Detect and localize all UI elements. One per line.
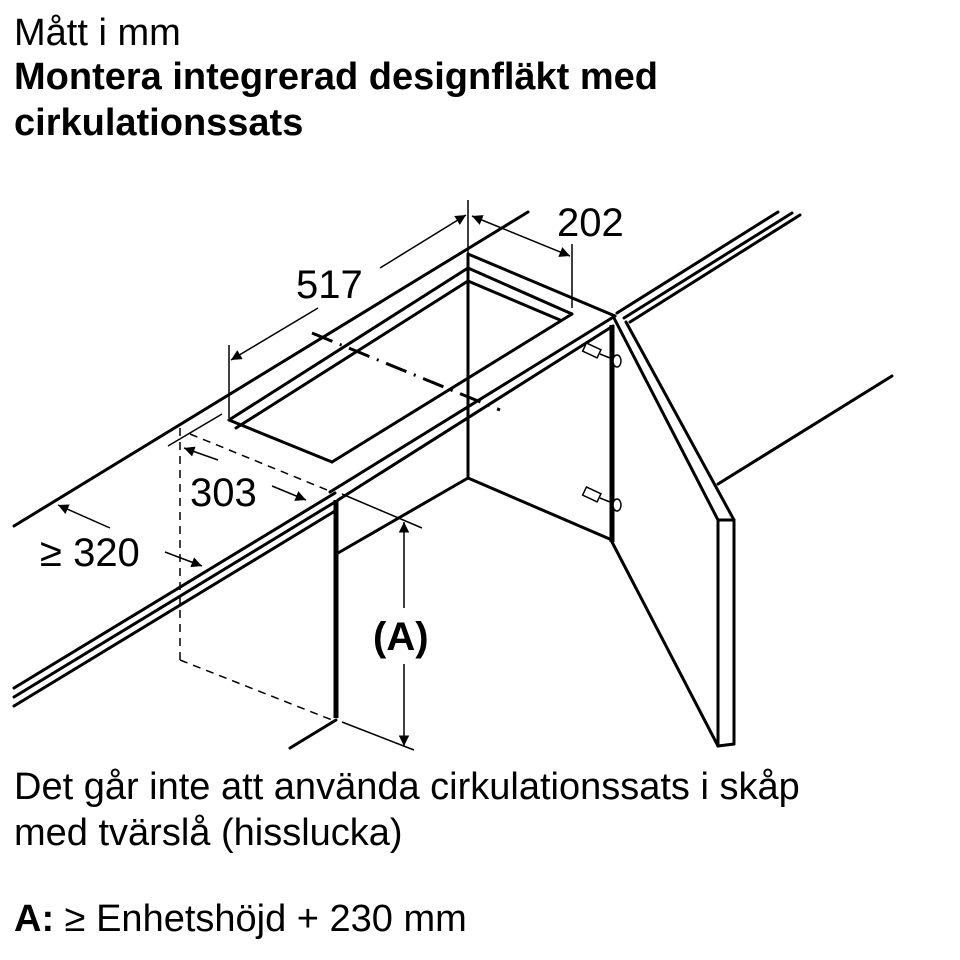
note-line2: med tvärslå (hisslucka) [14,812,403,854]
page-title-line1: Montera integrerad designfläkt med [14,56,659,98]
page-title-line2: cirkulationssats [14,102,304,144]
dim-label-202: 202 [557,201,624,245]
unit-label: Mått i mm [14,12,181,54]
dimension-320: ≥ 320 [40,504,203,575]
centerline [311,331,501,412]
cabinet-body [288,325,615,750]
dim-label-320: ≥ 320 [40,531,140,575]
dim-label-a: (A) [373,615,429,659]
dimension-202: 202 [471,201,624,308]
cabinet-top [12,210,802,708]
dim-label-303: 303 [190,471,257,515]
dim-label-517: 517 [296,263,363,307]
hood-outline-dashed [179,428,333,721]
dimension-517: 517 [228,200,469,418]
dimension-303: 303 [167,413,307,515]
legend-text: ≥ Enhetshöjd + 230 mm [64,898,467,940]
note-line1: Det går inte att använda cirkulationssat… [14,766,800,808]
legend-a: A: ≥ Enhetshöjd + 230 mm [14,896,467,942]
hinge-icon [581,341,622,368]
cutout-opening [227,252,574,480]
legend-key: A: [14,898,55,940]
hinge-icon [581,485,622,512]
dimension-a: (A) [341,493,429,751]
cabinet-door [610,316,894,748]
